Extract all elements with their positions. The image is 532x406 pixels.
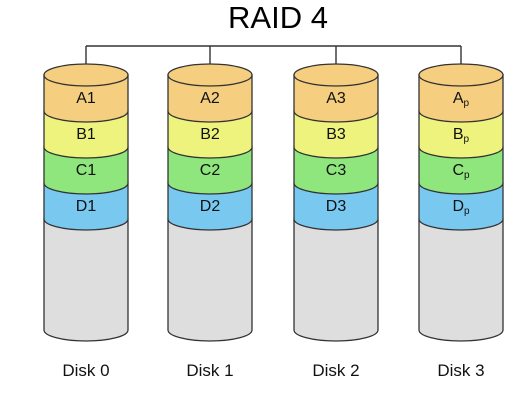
stripe-block-d [293, 182, 379, 231]
stripe-block-a [293, 74, 379, 123]
parity-subscript: p [464, 206, 470, 217]
disk-empty-space [43, 218, 129, 342]
disk-top-cap [293, 63, 379, 87]
block-label: C3 [326, 162, 347, 179]
block-label: C2 [200, 162, 221, 179]
diagram-title: RAID 4 [228, 0, 328, 35]
stripe-block-b [293, 110, 379, 159]
stripe-block-d [418, 182, 504, 231]
block-label: D3 [326, 198, 347, 215]
block-label: D2 [200, 198, 221, 215]
disk-label: Disk 3 [437, 361, 484, 380]
block-label: A2 [200, 90, 220, 107]
block-label: A1 [76, 90, 96, 107]
parity-subscript: p [464, 170, 470, 181]
stripe-block-a [418, 74, 504, 123]
block-label: D1 [76, 198, 97, 215]
disk-label: Disk 2 [312, 361, 359, 380]
disk-top-cap [418, 63, 504, 87]
block-label: Ap [453, 90, 470, 109]
block-label: Dp [452, 198, 470, 217]
block-label: Bp [453, 126, 470, 145]
disk-top-cap [43, 63, 129, 87]
disk-label: Disk 1 [186, 361, 233, 380]
array-connector [85, 45, 462, 66]
block-label: B1 [76, 126, 96, 143]
disk-label: Disk 0 [62, 361, 109, 380]
stripe-block-d [167, 182, 253, 231]
stripe-block-a [43, 74, 129, 123]
stripe-block-c [43, 146, 129, 195]
stripe-block-d [43, 182, 129, 231]
stripe-block-c [418, 146, 504, 195]
disk-top-cap [167, 63, 253, 87]
block-label: B3 [326, 126, 346, 143]
disk-empty-space [418, 218, 504, 342]
stripe-block-a [167, 74, 253, 123]
block-label: C1 [76, 162, 97, 179]
block-label: Cp [452, 162, 470, 181]
stripe-block-c [293, 146, 379, 195]
disk-empty-space [167, 218, 253, 342]
stripe-block-c [167, 146, 253, 195]
disk-empty-space [293, 218, 379, 342]
stripe-block-b [418, 110, 504, 159]
block-label: B2 [200, 126, 220, 143]
block-label: A3 [326, 90, 346, 107]
stripe-block-b [43, 110, 129, 159]
stripe-block-b [167, 110, 253, 159]
parity-subscript: p [464, 134, 470, 145]
parity-subscript: p [464, 98, 470, 109]
